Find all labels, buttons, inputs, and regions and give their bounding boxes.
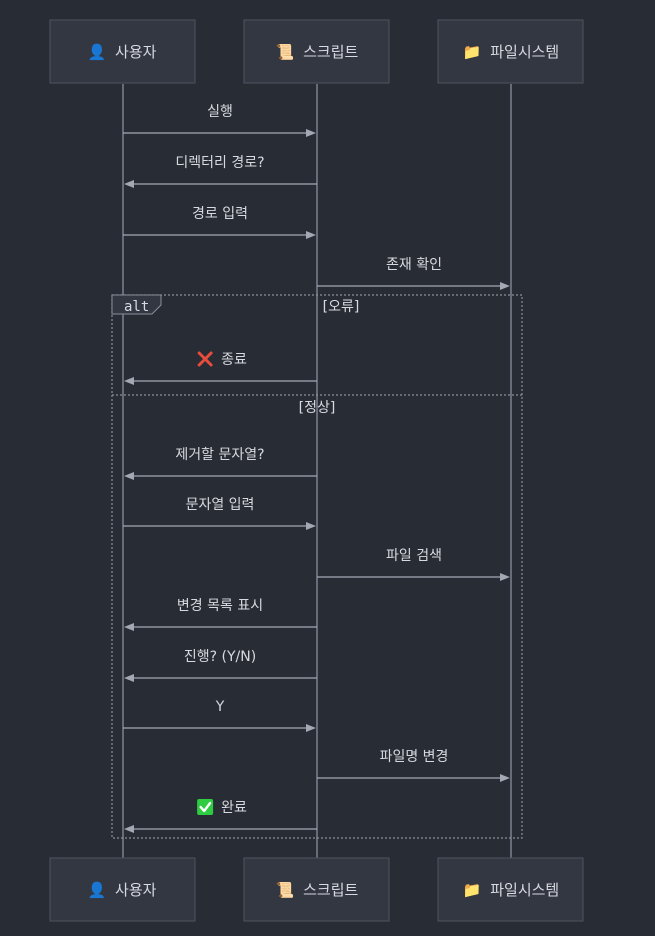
message-arrowhead bbox=[306, 724, 316, 732]
cross-mark-icon bbox=[197, 351, 213, 367]
message-label: 진행? (Y/N) bbox=[184, 649, 256, 665]
message-label: 변경 목록 표시 bbox=[177, 598, 263, 614]
svg-text:👤 사용자: 👤 사용자 bbox=[88, 43, 157, 61]
scroll-icon: 📜 bbox=[276, 881, 295, 899]
message-11: Y bbox=[123, 699, 316, 732]
message-label: 문자열 입력 bbox=[186, 497, 255, 513]
message-arrowhead bbox=[500, 282, 510, 290]
message-13: 완료 bbox=[124, 800, 317, 833]
participant-filesystem-bottom: 📁 파일시스템 bbox=[437, 857, 584, 922]
message-label: 제거할 문자열? bbox=[175, 447, 264, 463]
check-mark-icon bbox=[197, 799, 214, 815]
message-arrowhead bbox=[124, 674, 134, 682]
svg-text:📁 파일시스템: 📁 파일시스템 bbox=[463, 43, 559, 61]
message-12: 파일명 변경 bbox=[317, 749, 510, 782]
message-arrowhead bbox=[306, 231, 316, 239]
participant-label-filesystem: 파일시스템 bbox=[490, 43, 559, 61]
participant-user-bottom: 👤 사용자 bbox=[49, 857, 196, 922]
message-7: 문자열 입력 bbox=[123, 497, 316, 530]
message-arrowhead bbox=[124, 377, 134, 385]
user-icon: 👤 bbox=[88, 881, 107, 899]
folder-icon: 📁 bbox=[463, 881, 482, 899]
message-label: 디렉터리 경로? bbox=[175, 155, 264, 171]
message-label: 파일 검색 bbox=[386, 548, 442, 564]
message-arrowhead bbox=[124, 472, 134, 480]
message-10: 진행? (Y/N) bbox=[124, 649, 317, 682]
alt-guard-normal: [정상] bbox=[299, 400, 336, 416]
scroll-icon: 📜 bbox=[276, 43, 295, 61]
message-label: 파일명 변경 bbox=[380, 749, 449, 765]
folder-icon: 📁 bbox=[463, 43, 482, 61]
participant-label-user: 사용자 bbox=[115, 881, 157, 899]
participant-script-bottom: 📜 스크립트 bbox=[243, 857, 390, 922]
alt-operator-label: alt bbox=[124, 299, 149, 315]
message-arrowhead bbox=[124, 623, 134, 631]
message-arrowhead bbox=[306, 522, 316, 530]
alt-guard-error: [오류] bbox=[323, 299, 360, 315]
alt-fragment: alt [오류] [정상] bbox=[111, 294, 523, 839]
message-arrowhead bbox=[124, 180, 134, 188]
message-1: 실행 bbox=[123, 104, 316, 137]
message-label: 완료 bbox=[221, 800, 247, 816]
user-icon: 👤 bbox=[88, 43, 107, 61]
svg-text:👤 사용자: 👤 사용자 bbox=[88, 881, 157, 899]
participant-label-script: 스크립트 bbox=[303, 43, 358, 61]
message-2: 디렉터리 경로? bbox=[124, 155, 317, 188]
svg-text:📜 스크립트: 📜 스크립트 bbox=[276, 881, 359, 899]
message-label: 경로 입력 bbox=[192, 206, 248, 222]
participant-label-filesystem: 파일시스템 bbox=[490, 881, 559, 899]
message-label: Y bbox=[215, 699, 225, 715]
participant-filesystem-top: 📁 파일시스템 bbox=[437, 19, 584, 84]
svg-text:📜 스크립트: 📜 스크립트 bbox=[276, 43, 359, 61]
message-arrowhead bbox=[306, 129, 316, 137]
message-arrowhead bbox=[124, 825, 134, 833]
message-3: 경로 입력 bbox=[123, 206, 316, 239]
message-8: 파일 검색 bbox=[317, 548, 510, 581]
participant-label-script: 스크립트 bbox=[303, 881, 358, 899]
alt-frame-tab bbox=[111, 294, 162, 315]
message-label: 실행 bbox=[207, 104, 233, 120]
message-9: 변경 목록 표시 bbox=[124, 598, 317, 631]
message-4: 존재 확인 bbox=[317, 257, 510, 290]
participant-user-top: 👤 사용자 bbox=[49, 19, 196, 84]
alt-frame bbox=[111, 294, 523, 839]
participant-label-user: 사용자 bbox=[115, 43, 157, 61]
message-5: 종료 bbox=[124, 352, 317, 385]
message-arrowhead bbox=[500, 774, 510, 782]
svg-text:📁 파일시스템: 📁 파일시스템 bbox=[463, 881, 559, 899]
message-label: 종료 bbox=[221, 352, 247, 368]
participant-script-top: 📜 스크립트 bbox=[243, 19, 390, 84]
message-label: 존재 확인 bbox=[386, 257, 442, 273]
message-6: 제거할 문자열? bbox=[124, 447, 317, 480]
message-arrowhead bbox=[500, 573, 510, 581]
